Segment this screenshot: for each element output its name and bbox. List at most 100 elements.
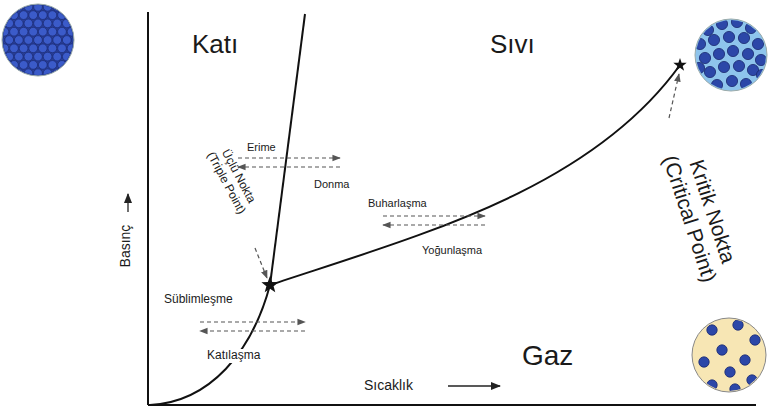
- particle: [716, 18, 727, 29]
- particle: [48, 0, 57, 3]
- particle: [101, 2, 110, 11]
- gas-circle: [692, 318, 766, 392]
- particle: [58, 44, 67, 53]
- particle: [67, 11, 76, 20]
- particle: [43, 85, 52, 94]
- particle: [58, 77, 67, 86]
- particle: [29, 77, 38, 86]
- particle: [58, 0, 67, 3]
- particle: [38, 44, 47, 53]
- particle: [67, 44, 76, 53]
- point-label: Kritik Nokta (Critical Point): [652, 129, 749, 302]
- particle: [29, 11, 38, 20]
- particle: [48, 61, 57, 70]
- particle: [106, 61, 115, 70]
- particle: [14, 52, 23, 61]
- particle: [106, 27, 115, 36]
- particle: [19, 27, 28, 36]
- particle: [34, 69, 43, 78]
- particle: [67, 61, 76, 70]
- particle: [704, 66, 715, 77]
- particle: [96, 44, 105, 53]
- particle: [708, 34, 719, 45]
- particle: [19, 0, 28, 3]
- particle: [24, 69, 33, 78]
- particle: [106, 77, 115, 86]
- phase-name: Katı: [192, 30, 238, 60]
- particle: [10, 0, 19, 3]
- particle: [72, 2, 81, 11]
- particle: [43, 69, 52, 78]
- particle: [755, 54, 766, 65]
- particle: [106, 11, 115, 20]
- particle: [82, 2, 91, 11]
- phase-name: Gaz: [522, 340, 573, 372]
- particle: [72, 85, 81, 94]
- particle: [24, 2, 33, 11]
- particle: [693, 62, 704, 73]
- transition-name: Katılaşma: [205, 349, 262, 363]
- particle: [34, 52, 43, 61]
- particle: [91, 52, 100, 61]
- particle: [0, 27, 9, 36]
- particle: [38, 11, 47, 20]
- particle: [53, 69, 62, 78]
- particle: [53, 2, 62, 11]
- particle: [0, 52, 4, 61]
- transition-arrow: [238, 166, 340, 167]
- particle: [725, 367, 735, 377]
- pressure-axis: [147, 12, 149, 405]
- particle: [43, 52, 52, 61]
- particle: [86, 61, 95, 70]
- particle: [53, 52, 62, 61]
- particle: [67, 27, 76, 36]
- particle: [43, 36, 52, 45]
- particle: [0, 11, 9, 20]
- particle: [733, 60, 744, 71]
- particle: [738, 32, 749, 43]
- particle: [86, 0, 95, 3]
- particle: [43, 2, 52, 11]
- particle: [101, 85, 110, 94]
- particle: [5, 69, 14, 78]
- particle: [5, 85, 14, 94]
- particle: [38, 61, 47, 70]
- particle: [82, 85, 91, 94]
- particle: [14, 69, 23, 78]
- transition-name: Yoğunlaşma: [420, 244, 484, 257]
- particle: [717, 345, 727, 355]
- particle: [67, 77, 76, 86]
- particle: [0, 0, 9, 3]
- particle: [34, 85, 43, 94]
- transition-name: Buharlaşma: [366, 197, 429, 210]
- particle: [38, 77, 47, 86]
- particle: [72, 19, 81, 28]
- particle: [77, 27, 86, 36]
- particle: [34, 19, 43, 28]
- particle: [86, 11, 95, 20]
- particle: [62, 36, 71, 45]
- particle: [742, 48, 753, 59]
- particle: [699, 52, 710, 63]
- particle: [707, 325, 717, 335]
- particle: [24, 19, 33, 28]
- particle: [727, 45, 738, 56]
- particle: [38, 27, 47, 36]
- particle: [29, 44, 38, 53]
- axis-title: Basınç: [117, 225, 133, 268]
- particle: [96, 77, 105, 86]
- particle: [77, 0, 86, 3]
- particle: [718, 61, 729, 72]
- particle: [702, 24, 713, 35]
- particle: [77, 44, 86, 53]
- particle: [5, 2, 14, 11]
- particle: [101, 52, 110, 61]
- critical-point-star: [673, 58, 686, 71]
- particle: [5, 19, 14, 28]
- phase-name: Sıvı: [490, 30, 535, 60]
- particle: [24, 36, 33, 45]
- particle: [53, 36, 62, 45]
- particle: [740, 355, 750, 365]
- particle: [86, 27, 95, 36]
- particle: [96, 11, 105, 20]
